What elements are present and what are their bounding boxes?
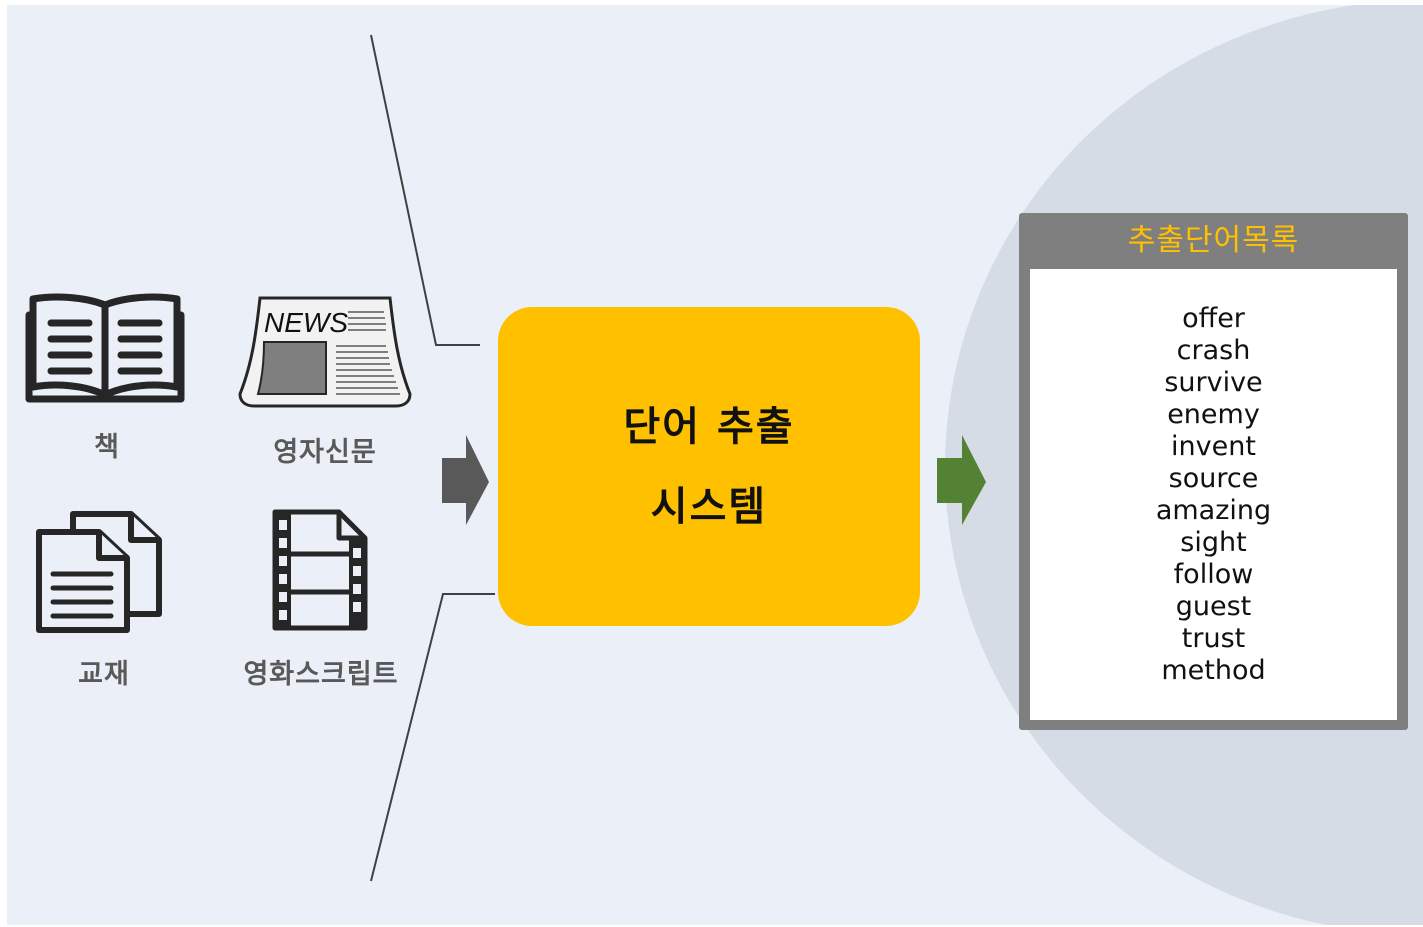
newspaper-masthead: NEWS — [264, 307, 348, 338]
input-arrow — [442, 435, 489, 525]
bracket-lines — [370, 34, 986, 882]
word-list-item: enemy — [1167, 399, 1260, 430]
source-label-movie-script: 영화스크립트 — [243, 659, 399, 690]
word-list-item: crash — [1176, 335, 1251, 366]
word-list-item: survive — [1164, 367, 1263, 398]
source-label-textbook: 교재 — [78, 659, 130, 690]
word-list-item: invent — [1171, 431, 1256, 462]
film-script-icon — [272, 509, 368, 631]
upper-bracket-line — [370, 34, 480, 346]
source-label-book: 책 — [94, 432, 120, 463]
extraction-system-box: 단어 추출 시스템 — [498, 307, 920, 626]
word-list-item: guest — [1175, 591, 1252, 622]
system-title-line1: 단어 추출 — [623, 403, 795, 450]
word-list-item: method — [1161, 655, 1266, 686]
word-list-item: sight — [1180, 527, 1247, 558]
output-arrow — [937, 435, 986, 525]
word-list-item: source — [1168, 463, 1259, 494]
documents-icon — [36, 511, 162, 633]
diagram-canvas: 책 NEWS 영자신문 — [7, 5, 1423, 925]
word-list-title: 추출단어목록 — [1127, 223, 1300, 258]
newspaper-icon: NEWS — [238, 296, 412, 408]
system-title-line2: 시스템 — [650, 483, 768, 530]
open-book-icon — [25, 293, 185, 403]
word-list-item: offer — [1182, 303, 1245, 334]
word-list-item: trust — [1181, 623, 1246, 654]
lower-bracket-line — [370, 593, 495, 882]
word-list-item: follow — [1173, 559, 1254, 590]
source-label-newspaper: 영자신문 — [273, 437, 377, 468]
word-list-item: amazing — [1155, 495, 1272, 526]
